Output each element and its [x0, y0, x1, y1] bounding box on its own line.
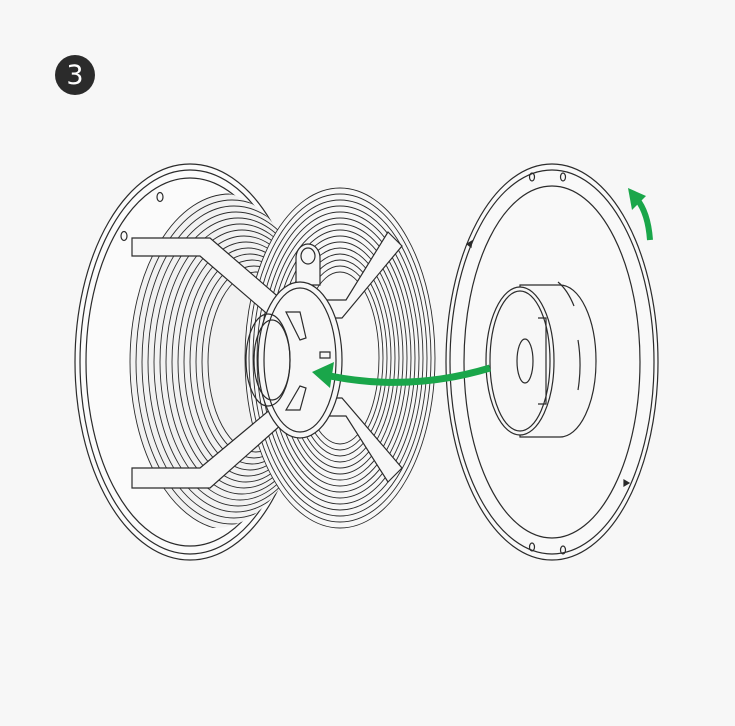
- plate-hole-icon: [528, 172, 536, 182]
- arrow-head-icon: [628, 188, 646, 210]
- spool-hub: [245, 281, 343, 439]
- alignment-triangle-icon: [465, 239, 473, 249]
- step-number-badge: 3: [55, 55, 95, 95]
- flange-hole-icon: [120, 230, 128, 242]
- flange-hole-icon: [156, 191, 164, 203]
- spool-with-filament: [74, 163, 436, 561]
- rotate-arrow: [628, 188, 653, 241]
- plate-hole-icon: [528, 542, 536, 552]
- alignment-triangle-icon: [623, 478, 631, 488]
- spool-side-plate: [445, 163, 659, 561]
- plate-hole-icon: [559, 545, 567, 555]
- spool-frame-arms: [131, 231, 403, 489]
- insert-arrow: [312, 362, 492, 388]
- plate-hole-icon: [559, 172, 567, 182]
- side-plate-hub: [485, 281, 597, 438]
- arrow-head-icon: [312, 362, 334, 388]
- filament-clip-tab: [295, 243, 321, 286]
- step-number: 3: [66, 59, 84, 91]
